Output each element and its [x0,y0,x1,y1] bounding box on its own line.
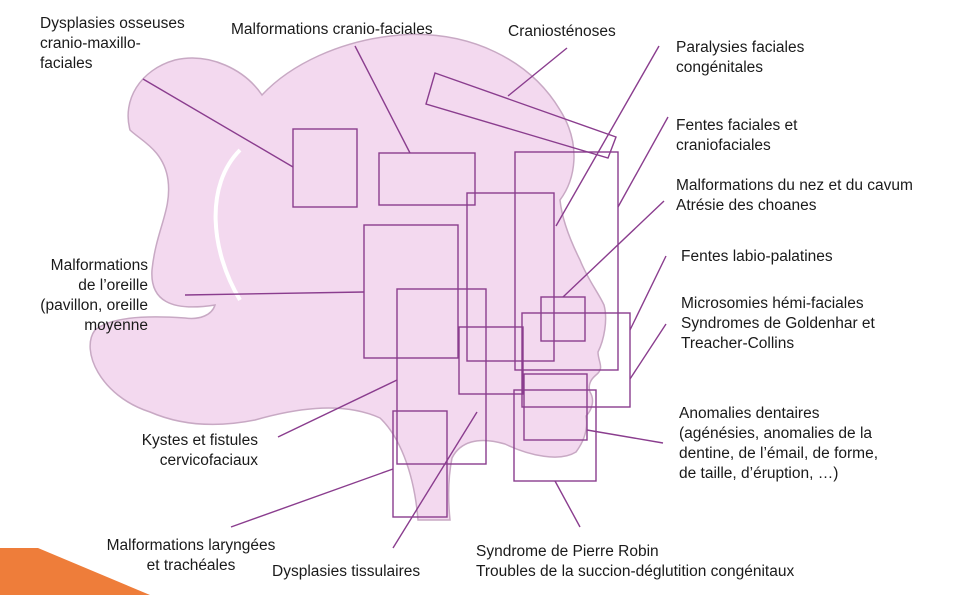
leader-dentaires [586,429,664,444]
leader-dysplasies-osseuses [142,78,294,168]
region-cranio-faciales [378,152,476,206]
region-fentes-faciales [514,151,619,371]
label-malformations-cranio-faciales: Malformations cranio-faciales [231,21,433,38]
leader-lines [142,45,669,549]
label-paralysies-faciales: Paralysies faciales congénitales [676,39,805,76]
leader-craniostenoses [507,47,568,97]
leader-oreille [184,291,365,296]
label-malformations-laryngees: Malformations laryngées et trachéales [106,537,276,574]
corner-accent [0,548,150,595]
leader-tissulaires [392,411,478,549]
region-microsomies [521,312,631,408]
head-silhouette [89,33,607,521]
label-fentes-labio-palatines: Fentes labio-palatines [681,248,833,265]
region-cranio-maxillo [292,128,358,208]
leader-nez [562,200,665,298]
label-dysplasies-osseuses: Dysplasies osseuses cranio-maxillo- faci… [40,15,185,72]
ponytail-curl [213,148,242,302]
label-malformations-nez: Malformations du nez et du cavum Atrésie… [676,177,913,214]
label-kystes-fistules: Kystes et fistules cervicofaciaux [141,432,258,469]
leader-pierre-robin [554,480,581,528]
region-oreille [363,224,459,359]
label-craniostenoses: Craniosténoses [508,23,616,40]
region-laryngees [392,410,448,518]
region-craniostenoses [425,72,617,159]
leader-labio-palatines [629,255,667,331]
leader-kystes [277,379,398,438]
label-malformations-oreille: Malformations de l’oreille (pavillon, or… [40,257,148,334]
leader-microsomies [629,323,667,380]
leader-paralysies [555,45,660,227]
region-paralysies [466,192,555,362]
region-labio-palatines [458,326,524,395]
label-dysplasies-tissulaires: Dysplasies tissulaires [272,563,421,580]
leader-fentes-faciales [617,116,669,208]
region-dentaires [523,373,588,441]
label-fentes-faciales: Fentes faciales et craniofaciales [676,117,798,154]
region-tissulaires [396,288,487,465]
label-microsomies: Microsomies hémi-faciales Syndromes de G… [681,295,875,352]
label-anomalies-dentaires: Anomalies dentaires (agénésies, anomalie… [679,405,879,482]
leader-cranio-faciales [354,45,411,154]
label-pierre-robin: Syndrome de Pierre Robin Troubles de la … [476,543,795,580]
leader-laryngees [230,468,394,528]
